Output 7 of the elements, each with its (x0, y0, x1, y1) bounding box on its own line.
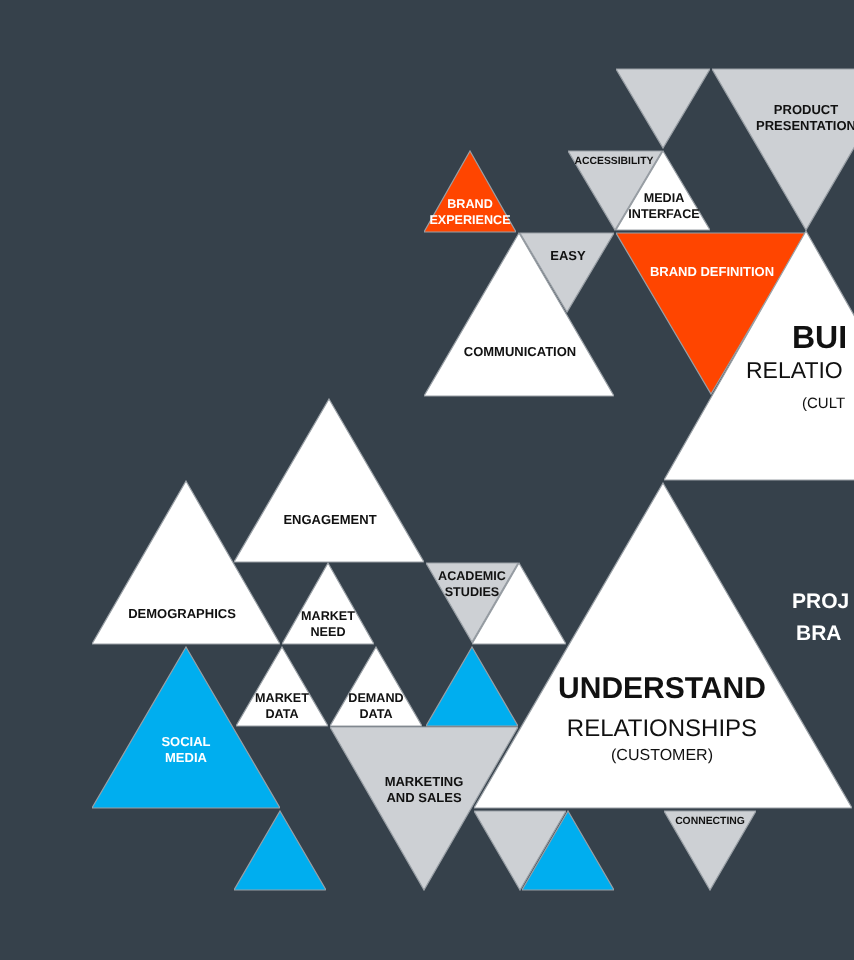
side-heading: PROJ (792, 592, 850, 613)
node-label: (CUSTOMER) (609, 746, 715, 766)
node-label: RELATIO (746, 360, 843, 388)
node-label: RELATIONSHIPS (564, 713, 760, 743)
side-heading: BRA (796, 624, 842, 645)
node-label: BUI (792, 320, 848, 360)
node-label: UNDERSTAND (556, 672, 768, 708)
